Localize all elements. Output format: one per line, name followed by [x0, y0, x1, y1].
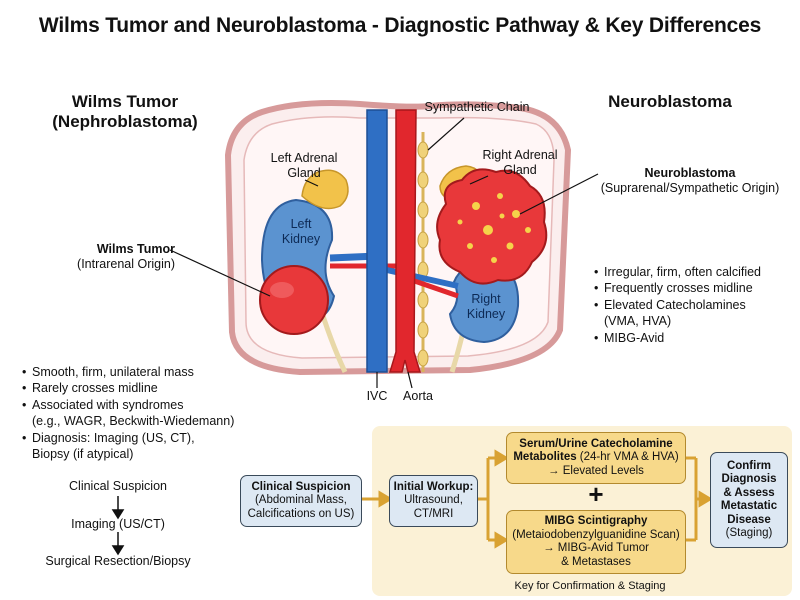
catecholamine-title1: Serum/Urine Catecholamine — [519, 437, 673, 450]
clinical-suspicion-line2: Calcifications on US) — [247, 507, 355, 520]
neuroblastoma-label-name: Neuroblastoma — [644, 166, 736, 180]
neuroblastoma-label: Neuroblastoma (Suprarenal/Sympathetic Or… — [590, 166, 790, 196]
left-adrenal-label: Left Adrenal Gland — [256, 151, 352, 181]
right-adrenal-label-line1: Right Adrenal — [482, 148, 558, 162]
wilms-pathway-arrows — [111, 496, 125, 556]
aorta-label: Aorta — [403, 389, 433, 403]
page-title: Wilms Tumor and Neuroblastoma - Diagnost… — [38, 14, 762, 37]
aorta-vessel — [388, 109, 422, 373]
left-adrenal-gland — [301, 169, 349, 210]
mibg-line2: (Metaiodobenzylguanidine Scan) — [512, 528, 680, 541]
neuro-feature-continuation: (VMA, HVA) — [594, 313, 794, 329]
left-adrenal-label-line1: Left Adrenal — [270, 151, 338, 165]
wilms-feature-continuation: (e.g., WAGR, Beckwith-Wiedemann) — [22, 413, 322, 429]
right-kidney-label-line2: Kidney — [466, 307, 506, 321]
leader-sympathetic-chain — [427, 117, 465, 151]
wilms-feature-item: Smooth, firm, unilateral mass — [22, 364, 322, 381]
wilms-tumor-label: Wilms Tumor (Intrarenal Origin) — [55, 242, 175, 272]
neuroblastoma-label-origin: (Suprarenal/Sympathetic Origin) — [600, 181, 780, 195]
neuroblastoma-calcifications — [457, 193, 531, 263]
mibg-box: MIBG Scintigraphy (Metaiodobenzylguanidi… — [506, 510, 686, 574]
neuro-feature-item: MIBG-Avid — [594, 330, 794, 347]
wilms-feature-item: Diagnosis: Imaging (US, CT), — [22, 430, 322, 447]
sympathetic-chain-label: Sympathetic Chain — [424, 100, 530, 114]
key-caption: Key for Confirmation & Staging — [514, 580, 666, 592]
mibg-line4: & Metastases — [561, 555, 631, 568]
right-renal-vein — [377, 265, 459, 289]
leader-neuroblastoma — [519, 173, 599, 215]
wilms-heading-line2: (Nephroblastoma) — [52, 112, 198, 131]
clinical-suspicion-title: Clinical Suspicion — [251, 480, 351, 493]
wilms-heading: Wilms Tumor (Nephroblastoma) — [40, 92, 210, 132]
neuro-feature-item: Irregular, firm, often calcified — [594, 264, 794, 281]
neuro-feature-item: Elevated Catecholamines — [594, 297, 794, 314]
wilms-pathway-step: Imaging (US/CT) — [71, 517, 165, 531]
catecholamine-title2-row: Metabolites (24-hr VMA & HVA) — [507, 451, 685, 465]
confirm-line4: Metastatic — [720, 500, 778, 512]
sympathetic-chain — [417, 132, 429, 372]
mibg-title: MIBG Scintigraphy — [544, 515, 648, 527]
clinical-suspicion-line1: (Abdominal Mass, — [254, 494, 348, 507]
wilms-pathway-step: Clinical Suspicion — [69, 479, 167, 493]
neuroblastoma-mass — [436, 168, 548, 285]
wilms-tumor-label-name: Wilms Tumor — [96, 242, 175, 256]
initial-workup-line1: Ultrasound, — [404, 494, 463, 507]
clinical-suspicion-box: Clinical Suspicion (Abdominal Mass, Calc… — [240, 475, 362, 527]
confirm-line3: & Assess — [723, 486, 775, 499]
confirm-diagnosis-box: Confirm Diagnosis & Assess Metastatic Di… — [710, 452, 788, 548]
wilms-feature-item: Associated with syndromes — [22, 397, 322, 414]
catecholamine-box: Serum/Urine Catecholamine Metabolites (2… — [506, 432, 686, 484]
left-kidney-label-line1: Left — [290, 217, 312, 231]
leader-right-adrenal — [469, 175, 489, 185]
wilms-feature-continuation-text: (e.g., WAGR, Beckwith-Wiedemann) — [32, 414, 235, 429]
wilms-features: Smooth, firm, unilateral mass Rarely cro… — [22, 364, 322, 462]
neuro-feature-continuation-text: (VMA, HVA) — [604, 314, 672, 329]
wilms-heading-line1: Wilms Tumor — [71, 92, 179, 111]
neuro-feature-item: Frequently crosses midline — [594, 280, 794, 297]
wilms-tumor-highlight — [270, 282, 294, 298]
right-kidney-label: Right Kidney — [456, 292, 516, 322]
leader-wilms — [169, 249, 271, 297]
confirm-line2: Diagnosis — [721, 473, 777, 485]
catecholamine-title-tail: (24-hr VMA & HVA) — [576, 451, 679, 464]
left-adrenal-label-line2: Gland — [287, 166, 321, 180]
catecholamine-result: → Elevated Levels — [548, 464, 644, 477]
left-kidney-label: Left Kidney — [271, 217, 331, 247]
confirm-line5: Disease — [727, 513, 771, 526]
leader-aorta — [407, 371, 413, 389]
wilms-pathway-step: Surgical Resection/Biopsy — [45, 554, 191, 568]
confirm-line1: Confirm — [726, 459, 772, 472]
wilms-tumor-label-origin: (Intrarenal Origin) — [77, 257, 175, 271]
neuroblastoma-features: Irregular, firm, often calcified Frequen… — [594, 264, 794, 346]
right-adrenal-label: Right Adrenal Gland — [470, 148, 570, 178]
catecholamine-title2: Metabolites — [513, 451, 577, 464]
initial-workup-line2: CT/MRI — [413, 507, 454, 520]
leader-left-adrenal — [304, 179, 319, 187]
confirm-line6: (Staging) — [725, 527, 773, 539]
right-kidney — [448, 260, 520, 344]
plus-sign: + — [588, 479, 604, 509]
right-kidney-label-line1: Right — [471, 292, 501, 306]
left-kidney-label-line2: Kidney — [281, 232, 321, 246]
mibg-line3: → MIBG-Avid Tumor — [543, 542, 649, 554]
initial-workup-box: Initial Workup: Ultrasound, CT/MRI — [389, 475, 478, 527]
wilms-feature-continuation-text: Biopsy (if atypical) — [32, 447, 134, 462]
neuroblastoma-heading: Neuroblastoma — [608, 92, 732, 111]
initial-workup-title: Initial Workup: — [393, 480, 474, 493]
right-adrenal-label-line2: Gland — [503, 163, 537, 177]
wilms-feature-continuation: Biopsy (if atypical) — [22, 446, 322, 462]
wilms-feature-item: Rarely crosses midline — [22, 380, 322, 397]
ivc-label: IVC — [366, 389, 388, 403]
